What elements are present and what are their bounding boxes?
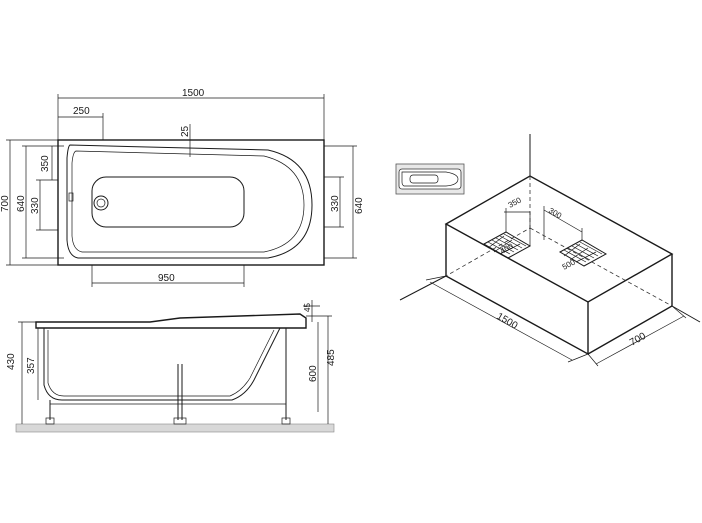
- iso-dim-300: 300: [547, 206, 564, 221]
- tub-body-inner: [47, 329, 275, 397]
- iso-dim-500: 500: [561, 257, 577, 271]
- dim-640-left: 640: [16, 195, 27, 212]
- dim-950: 950: [158, 273, 175, 284]
- iso-front-face: [445, 224, 589, 356]
- basin-inner-line: [71, 150, 305, 253]
- tub-rim: [35, 313, 307, 329]
- dim-45: 45: [303, 303, 312, 312]
- tub-body: [43, 327, 281, 401]
- iso-dim-400: 400: [499, 241, 515, 255]
- support-pad-right: [558, 239, 608, 267]
- tub-thumbnail: [395, 163, 465, 195]
- dim-330-right: 330: [330, 195, 341, 212]
- dim-700: 700: [0, 195, 11, 212]
- drain-inner-icon: [96, 198, 106, 208]
- dim-640-right: 640: [354, 197, 365, 214]
- top-view: 1500 250 25 700 640 350 330 640: [0, 88, 365, 287]
- dim-485: 485: [326, 349, 337, 366]
- overflow-icon: [68, 192, 74, 202]
- floor: [15, 423, 335, 433]
- iso-dim-700: 700: [628, 331, 648, 349]
- dim-250: 250: [73, 106, 90, 117]
- iso-dim-350: 350: [507, 195, 523, 209]
- dim-430: 430: [6, 353, 17, 370]
- drain-icon: [93, 195, 109, 211]
- dim-1500: 1500: [182, 88, 205, 99]
- dim-600: 600: [308, 365, 319, 382]
- side-view: 430 357 45 600 485: [6, 300, 337, 433]
- tub-outline: [57, 139, 325, 266]
- dim-357: 357: [26, 357, 37, 374]
- basin-floor: [91, 176, 245, 228]
- iso-top-face: [444, 175, 674, 303]
- dim-330-left: 330: [30, 197, 41, 214]
- dim-350: 350: [40, 155, 51, 172]
- dim-25: 25: [180, 125, 191, 137]
- basin-outline: [66, 144, 313, 259]
